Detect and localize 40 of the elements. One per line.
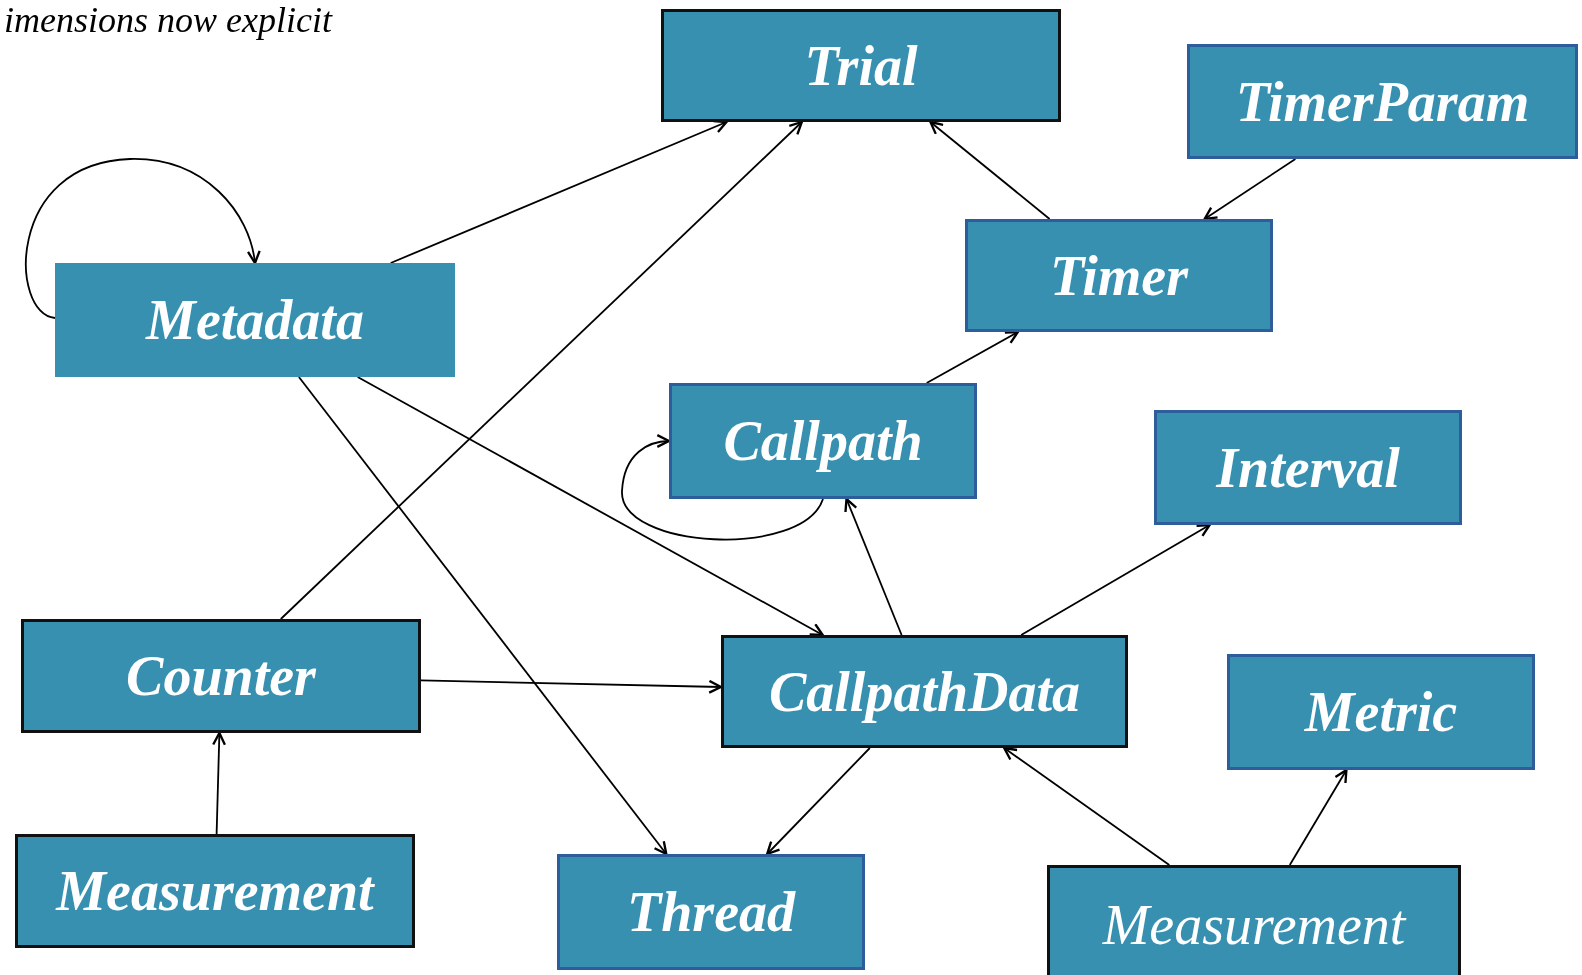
- arrow: [1203, 158, 1297, 221]
- entity-box: [1227, 654, 1535, 770]
- entity-box: [1187, 44, 1578, 159]
- entity-box: [661, 9, 1061, 122]
- arrow: [420, 679, 723, 694]
- entity-name: Metadata: [146, 288, 364, 352]
- arrow: [212, 731, 227, 835]
- entity-name: CallpathData: [768, 659, 1081, 724]
- entity-name: Thread: [627, 880, 795, 944]
- entity-box: [55, 263, 455, 377]
- entity-name: Interval: [1216, 435, 1400, 500]
- entity-box: [721, 635, 1128, 748]
- entity-box: [21, 619, 421, 733]
- entity-name: Trial: [804, 33, 918, 98]
- arrow: [925, 330, 1020, 384]
- entity-box: [557, 854, 865, 970]
- entity-box: [1154, 410, 1462, 525]
- entity-box: [669, 383, 977, 499]
- arrow: [766, 747, 871, 856]
- note-text: imensions now explicit: [4, 0, 332, 40]
- entity-name: Measurement: [56, 859, 374, 923]
- arrow: [929, 120, 1051, 220]
- arrow: [621, 434, 824, 541]
- entity-name: Counter: [126, 644, 316, 708]
- entity-name: Metric: [1304, 680, 1458, 744]
- arrow: [1288, 768, 1348, 866]
- arrow: [298, 376, 668, 856]
- arrow: [844, 497, 903, 636]
- entity-name: Callpath: [723, 409, 923, 473]
- arrow: [25, 158, 260, 319]
- arrow: [279, 120, 803, 620]
- entity-name: Measurement: [1102, 893, 1406, 957]
- entity-name: TimerParam: [1235, 69, 1530, 134]
- entity-box: [965, 219, 1273, 332]
- entity-box: [15, 834, 415, 948]
- arrow: [1020, 523, 1211, 636]
- arrow: [1003, 746, 1171, 866]
- entity-box: [1047, 865, 1461, 975]
- entity-name: Timer: [1050, 243, 1188, 308]
- arrow: [356, 376, 824, 637]
